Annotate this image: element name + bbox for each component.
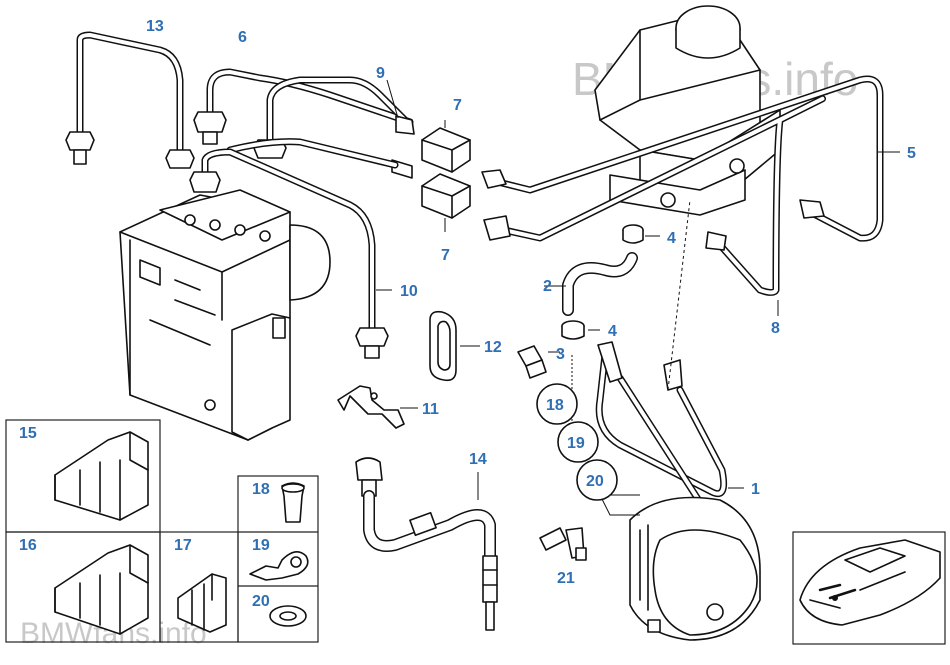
- hose-2[interactable]: [562, 252, 638, 316]
- callout-circle-19: [557, 421, 599, 463]
- label-17: 17: [174, 537, 192, 554]
- label-18-callout: 18: [546, 397, 564, 414]
- label-3: 3: [556, 346, 565, 363]
- detail-box-17: [159, 531, 239, 643]
- label-10: 10: [400, 283, 418, 300]
- brake-pipe-13[interactable]: [65, 31, 195, 169]
- label-16: 16: [19, 537, 37, 554]
- label-7-bottom: 7: [441, 247, 450, 264]
- label-14: 14: [469, 451, 487, 468]
- label-8: 8: [771, 320, 780, 337]
- brake-hose-14[interactable]: [355, 457, 498, 631]
- car-location-thumbnail: [792, 531, 946, 645]
- fitting-3[interactable]: [517, 345, 547, 379]
- label-12: 12: [484, 339, 502, 356]
- hydraulic-pump[interactable]: [629, 496, 761, 641]
- label-19-callout: 19: [567, 435, 585, 452]
- grommet-12[interactable]: [429, 310, 457, 382]
- cap-4-bottom[interactable]: [561, 320, 585, 340]
- label-6: 6: [238, 29, 247, 46]
- label-7-top: 7: [453, 97, 462, 114]
- label-19-box: 19: [252, 537, 270, 554]
- union-nut-7-top[interactable]: [421, 127, 471, 173]
- label-13: 13: [146, 18, 164, 35]
- pump-bracket-lines: [599, 494, 640, 516]
- pipe-1[interactable]: [595, 341, 728, 514]
- label-4-bottom: 4: [608, 323, 617, 340]
- detail-box-15: [5, 419, 161, 533]
- union-nut-7-bottom[interactable]: [421, 173, 471, 219]
- brake-pipe-6[interactable]: [193, 68, 415, 179]
- detail-box-16: [5, 531, 161, 643]
- fitting-21[interactable]: [539, 527, 587, 561]
- cap-4-top[interactable]: [622, 224, 644, 244]
- label-20-callout: 20: [586, 473, 604, 490]
- brake-pipe-10[interactable]: [189, 148, 389, 359]
- callout-circle-18: [536, 383, 578, 425]
- label-18-box: 18: [252, 481, 270, 498]
- callout-circle-20: [576, 459, 618, 501]
- brake-pipe-9[interactable]: [226, 138, 399, 169]
- label-4-top: 4: [667, 230, 676, 247]
- bracket-11[interactable]: [337, 385, 405, 429]
- label-11: 11: [422, 401, 439, 418]
- label-9: 9: [376, 65, 385, 82]
- brake-fluid-reservoir[interactable]: [594, 5, 781, 216]
- abs-unit[interactable]: [119, 189, 331, 441]
- label-20-box: 20: [252, 593, 270, 610]
- brake-pipe-5[interactable]: [481, 75, 884, 242]
- brake-pipe-8[interactable]: [483, 95, 826, 296]
- label-5: 5: [907, 145, 916, 162]
- detail-box-18-20: [237, 475, 319, 643]
- label-2: 2: [543, 278, 552, 295]
- label-21: 21: [557, 570, 575, 587]
- label-1: 1: [751, 481, 760, 498]
- label-15: 15: [19, 425, 37, 442]
